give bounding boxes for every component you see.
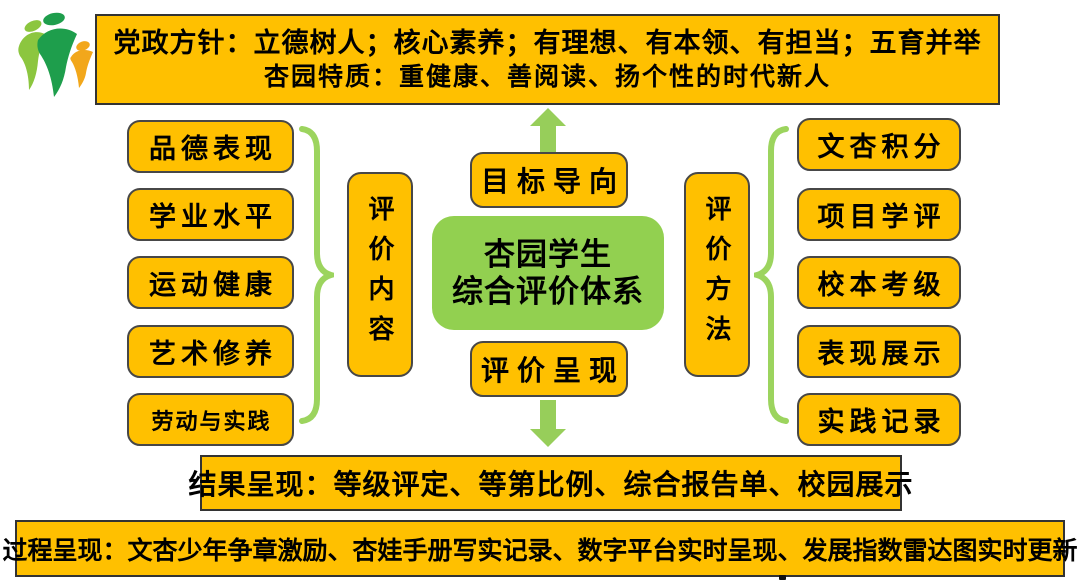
goal-orientation-label: 目标导向	[480, 166, 625, 197]
evaluation-content-box: 评价内容	[347, 172, 413, 377]
policy-banner: 党政方针：立德树人；核心素养；有理想、有本领、有担当；五育并举 杏园特质：重健康…	[95, 14, 1000, 105]
left-item-moral-performance: 品德表现	[127, 120, 294, 173]
right-item-wenxing-points: 文杏积分	[797, 118, 961, 171]
process-presentation-banner: 过程呈现：文杏少年争章激励、杏娃手册写实记录、数字平台实时呈现、发展指数雷达图实…	[3, 520, 1078, 577]
evaluation-method-label: 评价方法	[702, 194, 732, 355]
left-item-labor-practice: 劳动与实践	[127, 393, 294, 446]
evaluation-method-box: 评价方法	[684, 172, 750, 377]
evaluation-presentation-label: 评价呈现	[480, 355, 625, 386]
central-system-box: 杏园学生 综合评价体系	[432, 216, 664, 330]
goal-orientation-box: 目标导向	[470, 152, 628, 208]
right-item-label: 实践记录	[817, 407, 946, 437]
right-item-label: 校本考级	[817, 270, 946, 300]
left-item-academic-level: 学业水平	[127, 188, 294, 241]
left-item-label: 劳动与实践	[151, 408, 272, 434]
policy-banner-line1: 党政方针：立德树人；核心素养；有理想、有本领、有担当；五育并举	[113, 28, 982, 59]
left-item-art-cultivation: 艺术修养	[127, 325, 294, 378]
left-group-brace-icon	[299, 126, 334, 424]
right-group-brace-icon	[754, 126, 789, 424]
policy-banner-line2: 杏园特质：重健康、善阅读、扬个性的时代新人	[263, 63, 831, 92]
left-item-label: 艺术修养	[149, 339, 277, 369]
left-item-sports-health: 运动健康	[127, 256, 294, 309]
right-item-label: 项目学评	[817, 202, 946, 232]
right-item-label: 表现展示	[817, 339, 946, 369]
right-item-practice-record: 实践记录	[797, 393, 961, 446]
right-item-project-assessment: 项目学评	[797, 188, 961, 241]
right-item-label: 文杏积分	[817, 132, 946, 162]
left-item-label: 品德表现	[149, 134, 277, 164]
central-system-title-line1: 杏园学生	[484, 236, 612, 272]
right-item-school-grading: 校本考级	[797, 256, 961, 309]
school-figures-logo	[18, 12, 93, 97]
left-item-label: 学业水平	[149, 202, 277, 232]
arrow-down-icon	[530, 400, 566, 447]
central-system-title-line2: 综合评价体系	[452, 274, 644, 309]
result-presentation-label: 结果呈现：等级评定、等第比例、综合报告单、校园展示	[188, 469, 914, 500]
process-presentation-label: 过程呈现：文杏少年争章激励、杏娃手册写实记录、数字平台实时呈现、发展指数雷达图实…	[2, 536, 1078, 565]
stray-dot	[779, 575, 786, 580]
arrow-up-icon	[530, 108, 566, 152]
evaluation-content-label: 评价内容	[365, 194, 395, 355]
result-presentation-banner: 结果呈现：等级评定、等第比例、综合报告单、校园展示	[189, 455, 913, 511]
right-item-performance-display: 表现展示	[797, 325, 961, 378]
left-item-label: 运动健康	[149, 270, 277, 300]
evaluation-presentation-box: 评价呈现	[470, 341, 628, 397]
